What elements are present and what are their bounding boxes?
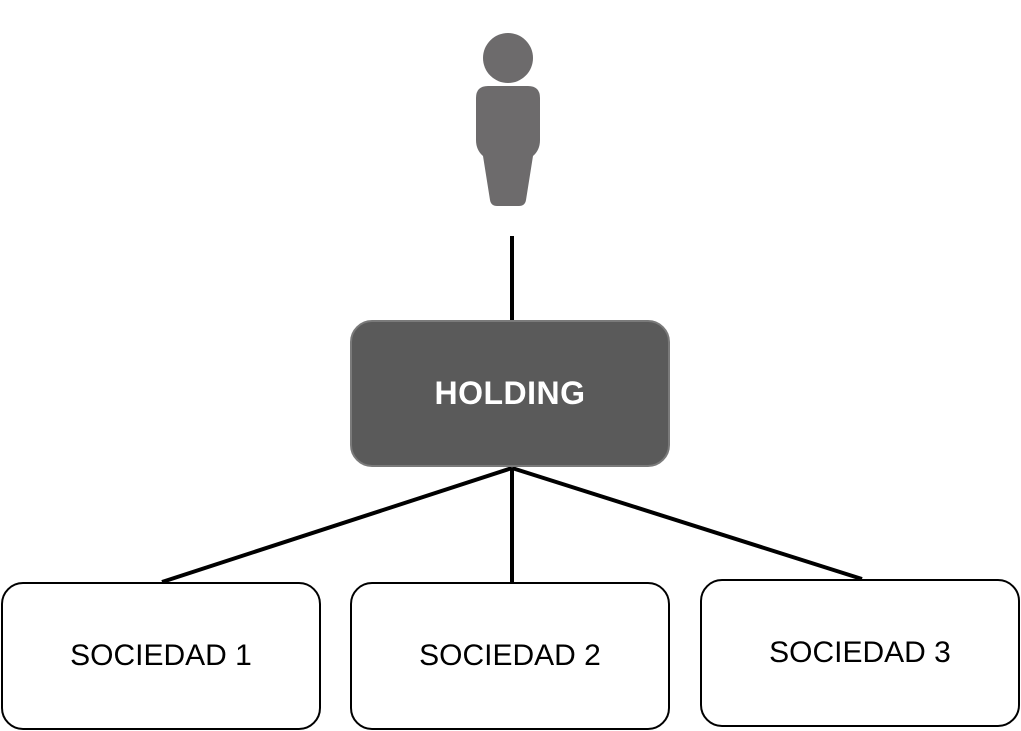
sociedad-3-box: SOCIEDAD 3	[700, 579, 1020, 727]
sociedad-1-label: SOCIEDAD 1	[70, 639, 252, 672]
sociedad-1-box: SOCIEDAD 1	[1, 582, 321, 730]
connector-holding-sociedad-1	[161, 466, 513, 584]
sociedad-2-label: SOCIEDAD 2	[419, 639, 601, 672]
connector-holding-sociedad-3	[511, 466, 863, 581]
holding-box: HOLDING	[350, 320, 670, 467]
sociedad-2-box: SOCIEDAD 2	[350, 582, 670, 730]
sociedad-3-label: SOCIEDAD 3	[769, 636, 951, 669]
holding-label: HOLDING	[434, 375, 586, 411]
person-icon	[476, 33, 540, 206]
